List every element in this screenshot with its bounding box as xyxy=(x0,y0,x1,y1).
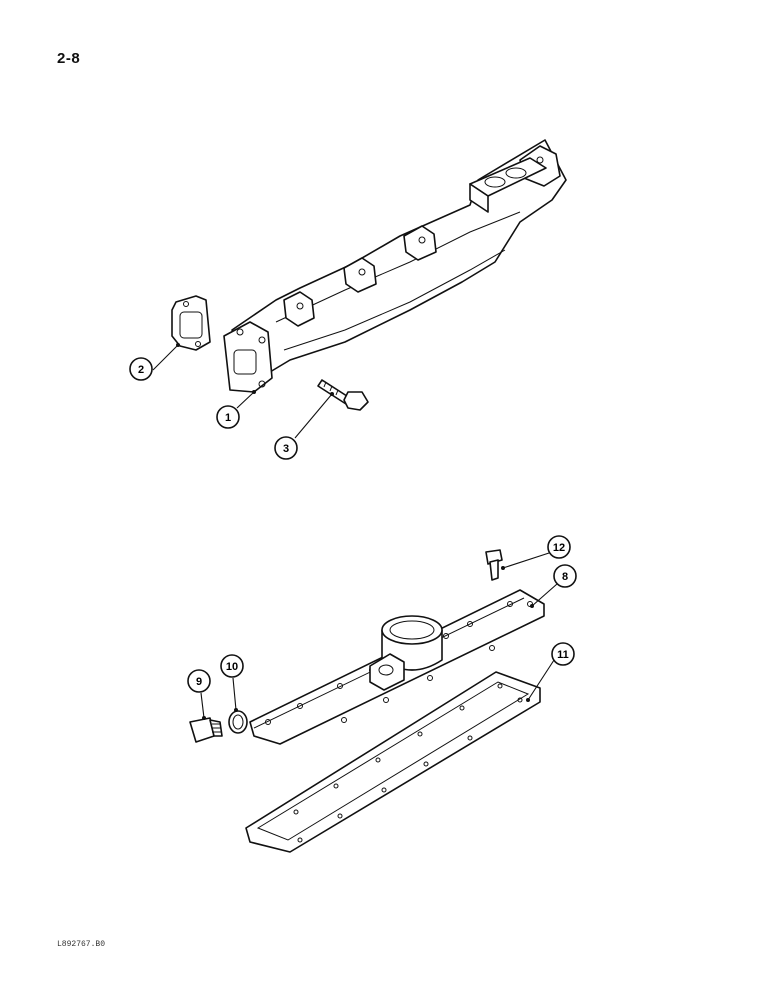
callout-1-label: 1 xyxy=(225,412,231,424)
exhaust-manifold xyxy=(223,139,567,393)
callout-3-label: 3 xyxy=(283,443,289,455)
callout-12-label: 12 xyxy=(553,542,565,554)
callout-2: 2 xyxy=(129,357,153,381)
manifold-bolt xyxy=(317,379,369,411)
figure-code: L892767.B0 xyxy=(57,940,106,949)
callout-8-label: 8 xyxy=(562,571,568,583)
sealing-washer xyxy=(228,710,248,734)
page-number: 2-8 xyxy=(57,50,81,67)
callout-8: 8 xyxy=(553,564,577,588)
callout-11: 11 xyxy=(551,642,575,666)
manifold-gasket xyxy=(171,295,211,351)
drain-plug xyxy=(189,717,223,743)
callout-9: 9 xyxy=(187,669,211,693)
callout-11-label: 11 xyxy=(557,649,569,661)
callout-3: 3 xyxy=(274,436,298,460)
callout-1: 1 xyxy=(216,405,240,429)
callout-12: 12 xyxy=(547,535,571,559)
callout-10: 10 xyxy=(220,654,244,678)
callout-9-label: 9 xyxy=(196,676,202,688)
leader-lines xyxy=(152,343,558,720)
callout-10-label: 10 xyxy=(226,661,238,673)
intake-cover xyxy=(249,549,545,745)
callout-2-label: 2 xyxy=(138,364,144,376)
intake-gasket xyxy=(245,671,541,853)
